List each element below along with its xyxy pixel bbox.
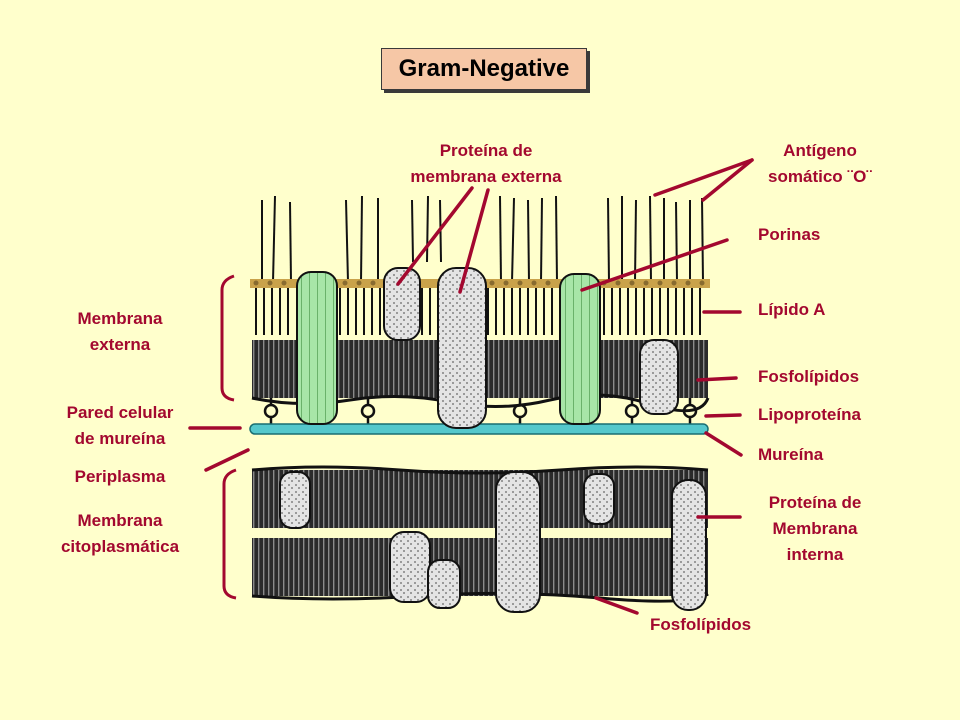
title-box: Gram-Negative	[381, 48, 587, 90]
label-phospholipids-outer: Fosfolípidos	[758, 367, 860, 386]
label-porins: Porinas	[758, 225, 821, 244]
cytoplasmic-membrane-lower	[252, 538, 708, 596]
lipoprotein-anchors	[263, 398, 698, 424]
label-outer-membrane: Membrana externa	[77, 309, 163, 354]
label-periplasm: Periplasma	[74, 467, 166, 486]
cytoplasmic-membrane-upper	[252, 470, 708, 528]
label-lipoprotein: Lipoproteína	[758, 405, 861, 424]
inner-membrane-protein-1	[279, 471, 311, 529]
porin-right	[559, 273, 601, 425]
o-antigen-chains	[261, 195, 704, 283]
pointer-lines	[188, 158, 754, 615]
inner-membrane-protein-4	[495, 471, 541, 613]
label-cell-wall: Pared celular de mureína	[66, 403, 174, 448]
inner-membrane-protein-2	[389, 531, 431, 603]
inner-membrane-protein-3	[427, 559, 461, 609]
cytoplasmic-membrane-bracket	[222, 468, 237, 600]
cytoplasmic-membrane-top-edge	[251, 465, 709, 475]
diagram-title: Gram-Negative	[398, 55, 570, 82]
outer-membrane-bracket	[220, 274, 235, 402]
inner-membrane-protein-5	[583, 473, 615, 525]
label-phospholipids-inner: Fosfolípidos	[650, 615, 752, 634]
outer-membrane-upper-tails	[255, 288, 701, 335]
porin-left	[296, 271, 338, 425]
label-cytoplasmic-membrane: Membrana citoplasmática	[60, 511, 180, 556]
outer-membrane-protein-lower	[639, 339, 679, 415]
label-o-antigen: Antígeno somático ¨O¨	[768, 141, 872, 186]
label-inner-membrane-protein: Proteína de Membrana interna	[768, 493, 862, 564]
label-murein: Mureína	[758, 445, 824, 464]
label-outer-membrane-protein: Proteína de membrana externa	[410, 141, 562, 186]
label-lipid-a: Lípido A	[758, 300, 826, 319]
inner-membrane-protein-6	[671, 479, 707, 611]
outer-membrane-protein-large	[437, 267, 487, 429]
outer-membrane-protein-small	[383, 267, 421, 341]
